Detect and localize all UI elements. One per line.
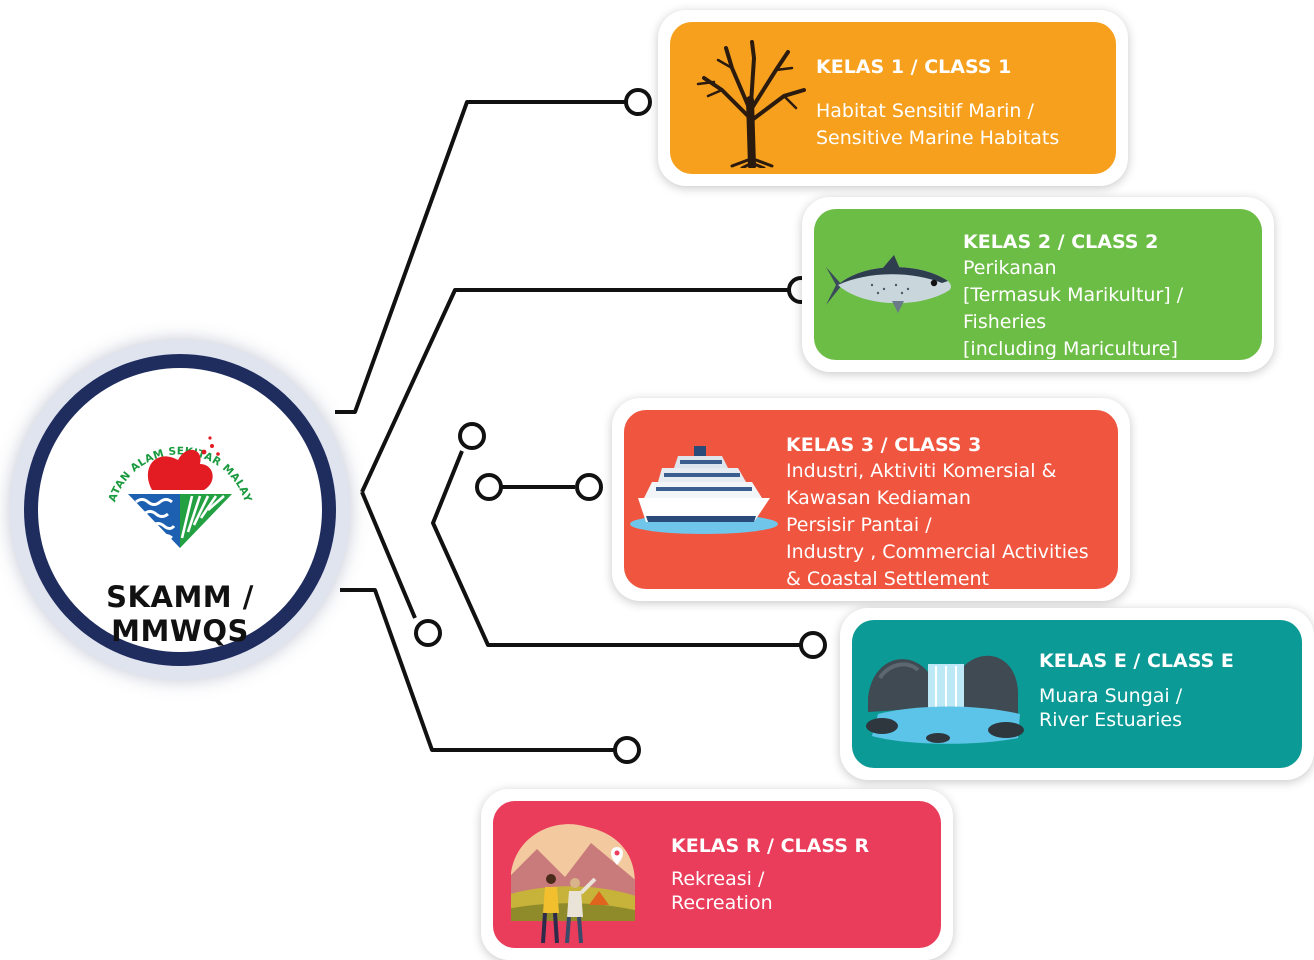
class3-description: Industri, Aktiviti Komersial & Kawasan K…: [786, 458, 1089, 593]
class2-card-body: KELAS 2 / CLASS 2 Perikanan [Termasuk Ma…: [814, 209, 1262, 360]
class2-description: Perikanan [Termasuk Marikultur] / Fisher…: [963, 255, 1183, 363]
class2-title: KELAS 2 / CLASS 2: [963, 231, 1159, 253]
class1-description: Habitat Sensitif Marin / Sensitive Marin…: [816, 98, 1059, 152]
classE-line: River Estuaries: [1039, 709, 1182, 731]
classR-description: Rekreasi / Recreation: [671, 867, 773, 915]
hub-inner: JABATAN ALAM SEKITAR MALAYSIA: [38, 368, 322, 652]
class3-card-body: KELAS 3 / CLASS 3 Industri, Aktiviti Kom…: [624, 410, 1118, 590]
class1-line: Sensitive Marine Habitats: [816, 127, 1060, 149]
connector-class1: [335, 100, 625, 414]
classE-line: Muara Sungai /: [1039, 685, 1183, 707]
node-classR: [613, 736, 641, 764]
class2-line: Fisheries: [963, 311, 1047, 333]
class2-line: [Termasuk Marikultur] /: [963, 284, 1184, 306]
class1-card-body: KELAS 1 / CLASS 1 Habitat Sensitif Marin…: [670, 22, 1116, 174]
classR-card-body: KELAS R / CLASS R Rekreasi / Recreation: [493, 801, 941, 948]
hub-ring: JABATAN ALAM SEKITAR MALAYSIA: [24, 354, 336, 666]
node-branch-end: [414, 619, 442, 647]
node-class3: [575, 473, 603, 501]
node-fork-top: [458, 422, 486, 450]
classE-description: Muara Sungai / River Estuaries: [1039, 684, 1182, 732]
connector-classR: [340, 588, 614, 752]
classR-line: Rekreasi /: [671, 868, 765, 890]
skamm-hub: JABATAN ALAM SEKITAR MALAYSIA: [10, 340, 350, 680]
node-class3-left: [475, 473, 503, 501]
classR-line: Recreation: [671, 892, 773, 914]
waterfall-icon: [866, 655, 1024, 744]
classE-card-body: KELAS E / CLASS E Muara Sungai / River E…: [852, 620, 1302, 768]
node-class1: [624, 88, 652, 116]
jas-logo-icon: JABATAN ALAM SEKITAR MALAYSIA: [100, 398, 253, 548]
cruise-ship-icon: [630, 446, 778, 534]
connector-class3-branch: [360, 491, 417, 619]
classE-title: KELAS E / CLASS E: [1039, 650, 1234, 672]
tree-icon: [696, 40, 806, 168]
classE-card: KELAS E / CLASS E Muara Sungai / River E…: [840, 608, 1314, 780]
fish-icon: [826, 255, 951, 313]
class2-line: [including Mariculture]: [963, 338, 1178, 360]
classR-card: KELAS R / CLASS R Rekreasi / Recreation: [481, 789, 953, 960]
class3-line: Kawasan Kediaman: [786, 487, 971, 509]
class3-line: Industri, Aktiviti Komersial &: [786, 460, 1057, 482]
class1-title: KELAS 1 / CLASS 1: [816, 56, 1012, 78]
class3-line: & Coastal Settlement: [786, 568, 990, 590]
class3-title: KELAS 3 / CLASS 3: [786, 434, 982, 456]
class1-line: Habitat Sensitif Marin /: [816, 100, 1034, 122]
class2-line: Perikanan: [963, 257, 1057, 279]
class3-line: Industry , Commercial Activities: [786, 541, 1089, 563]
class1-card: KELAS 1 / CLASS 1 Habitat Sensitif Marin…: [658, 10, 1128, 186]
connector-class2: [360, 288, 788, 493]
node-classE: [799, 631, 827, 659]
class3-card: KELAS 3 / CLASS 3 Industri, Aktiviti Kom…: [612, 398, 1130, 601]
class2-card: KELAS 2 / CLASS 2 Perikanan [Termasuk Ma…: [802, 197, 1274, 372]
hub-title: SKAMM / MMWQS: [106, 580, 254, 648]
classR-title: KELAS R / CLASS R: [671, 835, 870, 857]
hikers-icon: [511, 824, 635, 944]
class3-line: Persisir Pantai /: [786, 514, 932, 536]
connector-class3-fork: [431, 450, 800, 647]
